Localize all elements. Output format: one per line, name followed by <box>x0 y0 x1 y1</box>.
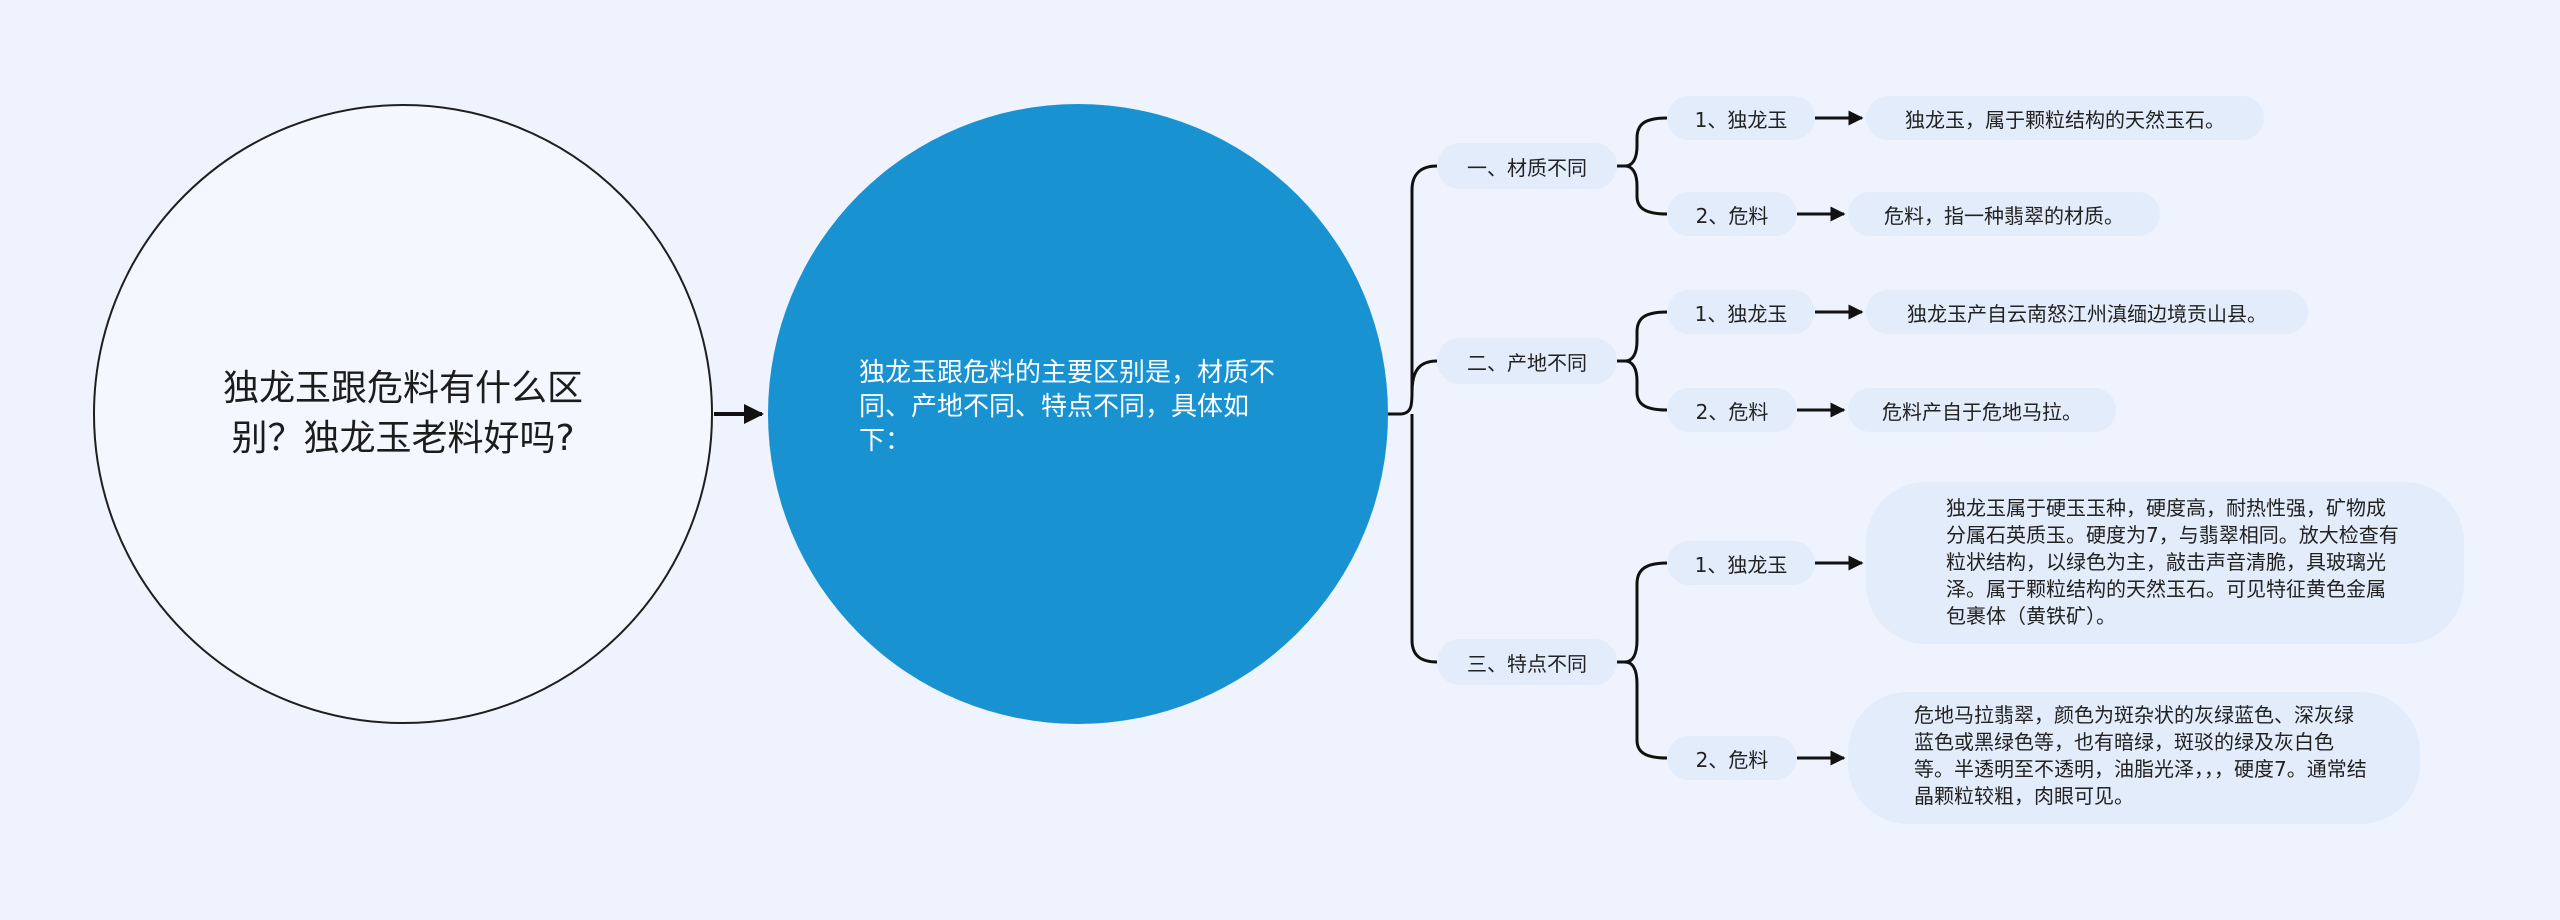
branch-features-item-weiliao[interactable]: 2、危料 <box>1667 736 1797 780</box>
detail-text: 危料，指一种翡翠的材质。 <box>1884 203 2124 228</box>
branch-material-detail-dulong[interactable]: 独龙玉，属于颗粒结构的天然玉石。 <box>1866 96 2264 140</box>
branch-features[interactable]: 三、特点不同 <box>1437 639 1617 685</box>
item-label: 1、独龙玉 <box>1694 552 1788 577</box>
item-label: 2、危料 <box>1695 399 1769 424</box>
branch-origin-detail-dulong[interactable]: 独龙玉产自云南怒江州滇缅边境贡山县。 <box>1866 290 2308 334</box>
branch2-connector <box>1617 310 1668 412</box>
item-label: 1、独龙玉 <box>1694 301 1788 326</box>
branch-label: 三、特点不同 <box>1467 651 1587 676</box>
root-topic[interactable]: 独龙玉跟危料有什么区别？独龙玉老料好吗? <box>93 104 713 724</box>
summary-to-branches-connector <box>1388 164 1438 664</box>
item-label: 2、危料 <box>1695 747 1769 772</box>
branch-material-detail-weiliao[interactable]: 危料，指一种翡翠的材质。 <box>1848 192 2160 236</box>
branch-origin-item-weiliao[interactable]: 2、危料 <box>1667 388 1797 432</box>
branch-material-item-weiliao[interactable]: 2、危料 <box>1667 192 1797 236</box>
summary-topic[interactable]: 独龙玉跟危料的主要区别是，材质不同、产地不同、特点不同，具体如下： <box>768 104 1388 724</box>
branch-features-detail-weiliao[interactable]: 危地马拉翡翠，颜色为斑杂状的灰绿蓝色、深灰绿蓝色或黑绿色等，也有暗绿，斑驳的绿及… <box>1848 692 2420 824</box>
branch-label: 一、材质不同 <box>1467 155 1587 180</box>
summary-topic-text: 独龙玉跟危料的主要区别是，材质不同、产地不同、特点不同，具体如下： <box>859 358 1276 456</box>
item-label: 2、危料 <box>1695 203 1769 228</box>
branch-origin-item-dulong[interactable]: 1、独龙玉 <box>1667 290 1815 334</box>
branch-features-item-dulong[interactable]: 1、独龙玉 <box>1667 541 1815 585</box>
branch1-connector <box>1617 116 1668 216</box>
branch-origin[interactable]: 二、产地不同 <box>1437 338 1617 384</box>
detail-text: 危地马拉翡翠，颜色为斑杂状的灰绿蓝色、深灰绿蓝色或黑绿色等，也有暗绿，斑驳的绿及… <box>1914 703 2367 808</box>
detail-text: 危料产自于危地马拉。 <box>1882 399 2082 424</box>
branch-material-item-dulong[interactable]: 1、独龙玉 <box>1667 96 1815 140</box>
branch-material[interactable]: 一、材质不同 <box>1437 143 1617 189</box>
detail-text: 独龙玉产自云南怒江州滇缅边境贡山县。 <box>1907 301 2267 326</box>
branch-features-detail-dulong[interactable]: 独龙玉属于硬玉玉种，硬度高，耐热性强，矿物成分属石英质玉。硬度为7，与翡翠相同。… <box>1866 482 2464 644</box>
branch3-connector <box>1617 561 1668 760</box>
item-label: 1、独龙玉 <box>1694 107 1788 132</box>
branch-label: 二、产地不同 <box>1467 350 1587 375</box>
detail-text: 独龙玉，属于颗粒结构的天然玉石。 <box>1905 107 2225 132</box>
detail-text: 独龙玉属于硬玉玉种，硬度高，耐热性强，矿物成分属石英质玉。硬度为7，与翡翠相同。… <box>1946 496 2399 628</box>
root-topic-text: 独龙玉跟危料有什么区别？独龙玉老料好吗? <box>222 368 583 459</box>
branch-origin-detail-weiliao[interactable]: 危料产自于危地马拉。 <box>1848 388 2116 432</box>
